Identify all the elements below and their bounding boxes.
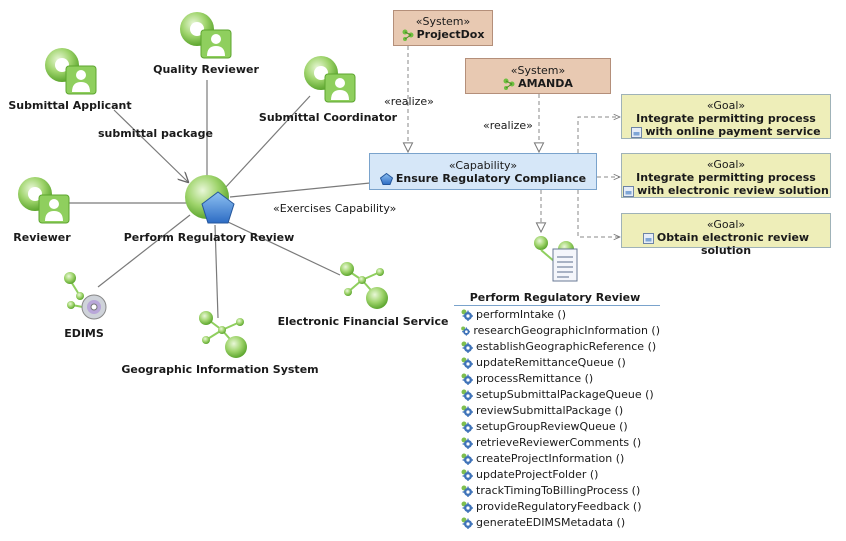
operation-item[interactable]: generateEDIMSMetadata () <box>454 514 660 530</box>
actor-label-submittal-coordinator[interactable]: Submittal Coordinator <box>258 111 398 124</box>
realize-label-amanda: «realize» <box>483 119 533 132</box>
operation-gear-icon <box>461 389 473 401</box>
edims-label[interactable]: EDIMS <box>64 327 104 340</box>
operation-label: updateProjectFolder () <box>476 467 599 481</box>
operation-label: generateEDIMSMetadata () <box>476 515 626 529</box>
operation-item[interactable]: trackTimingToBillingProcess () <box>454 482 660 498</box>
capability-icon <box>379 173 393 185</box>
goal-box-electronic-review[interactable]: «Goal» Integrate permitting process with… <box>621 153 831 198</box>
operation-item[interactable]: performIntake () <box>454 306 660 322</box>
operation-item[interactable]: createProjectInformation () <box>454 450 660 466</box>
efs-label[interactable]: Electronic Financial Service <box>277 315 449 328</box>
operation-label: processRemittance () <box>476 371 594 385</box>
process-icon <box>534 236 578 282</box>
goal-line-1: Integrate permitting process <box>636 112 816 125</box>
system-stereotype: «System» <box>510 64 566 77</box>
edims-icon <box>64 272 107 320</box>
use-case-icon <box>185 175 235 224</box>
capability-box[interactable]: «Capability» Ensure Regulatory Complianc… <box>369 153 597 190</box>
capability-name: Ensure Regulatory Compliance <box>395 172 587 185</box>
submittal-package-label: submittal package <box>98 127 213 140</box>
goal-line-1: Integrate permitting process <box>636 171 816 184</box>
operation-gear-icon <box>461 517 473 529</box>
system-stereotype: «System» <box>415 15 471 28</box>
operation-label: trackTimingToBillingProcess () <box>476 483 641 497</box>
operation-gear-icon <box>461 501 473 513</box>
goal-line-1: Obtain electronic review solution <box>656 231 810 257</box>
goal-icon <box>631 126 643 138</box>
actor-label-quality-reviewer[interactable]: Quality Reviewer <box>153 63 259 76</box>
operation-item[interactable]: updateRemittanceQueue () <box>454 354 660 370</box>
actor-label-submittal-applicant[interactable]: Submittal Applicant <box>8 99 132 112</box>
system-icon <box>503 78 515 90</box>
goal-stereotype: «Goal» <box>706 218 746 231</box>
operation-label: researchGeographicInformation () <box>473 323 660 337</box>
actor-icon-quality-reviewer <box>180 12 232 59</box>
operation-item[interactable]: processRemittance () <box>454 370 660 386</box>
system-name: ProjectDox <box>416 28 485 41</box>
operations-list: performIntake () researchGeographicInform… <box>454 306 660 530</box>
capability-stereotype: «Capability» <box>448 159 518 172</box>
goal-stereotype: «Goal» <box>706 99 746 112</box>
realize-label-projectdox: «realize» <box>384 95 434 108</box>
actor-icon-submittal-applicant <box>45 48 97 95</box>
association-lines <box>60 80 371 319</box>
goal-icon <box>642 232 654 244</box>
dependency-lines <box>408 46 620 237</box>
goal-icon <box>623 185 635 197</box>
operation-item[interactable]: researchGeographicInformation () <box>454 322 660 338</box>
operation-label: setupSubmittalPackageQueue () <box>476 387 654 401</box>
operation-gear-icon <box>461 405 473 417</box>
goal-line-2: with electronic review solution <box>637 184 829 197</box>
gis-icon <box>199 311 247 358</box>
use-case-label[interactable]: Perform Regulatory Review <box>123 231 295 244</box>
system-box-projectdox[interactable]: «System» ProjectDox <box>393 10 493 46</box>
operation-item[interactable]: retrieveReviewerComments () <box>454 434 660 450</box>
system-icon <box>402 29 414 41</box>
operation-gear-icon <box>461 453 473 465</box>
operation-gear-icon <box>461 373 473 385</box>
operation-label: updateRemittanceQueue () <box>476 355 626 369</box>
operation-gear-icon <box>461 437 473 449</box>
goal-line-2: with online payment service <box>645 125 821 138</box>
operation-label: setupGroupReviewQueue () <box>476 419 628 433</box>
operation-gear-icon <box>461 326 471 336</box>
operation-gear-icon <box>461 357 473 369</box>
operation-gear-icon <box>461 421 473 433</box>
operation-item[interactable]: setupSubmittalPackageQueue () <box>454 386 660 402</box>
system-box-amanda[interactable]: «System» AMANDA <box>465 58 611 94</box>
operations-divider <box>454 305 660 306</box>
operation-item[interactable]: establishGeographicReference () <box>454 338 660 354</box>
operation-label: provideRegulatoryFeedback () <box>476 499 642 513</box>
operation-label: reviewSubmittalPackage () <box>476 403 624 417</box>
operation-label: createProjectInformation () <box>476 451 625 465</box>
operation-gear-icon <box>461 485 473 497</box>
operation-item[interactable]: updateProjectFolder () <box>454 466 660 482</box>
operation-item[interactable]: reviewSubmittalPackage () <box>454 402 660 418</box>
goal-stereotype: «Goal» <box>706 158 746 171</box>
operation-label: retrieveReviewerComments () <box>476 435 642 449</box>
goal-box-online-payment[interactable]: «Goal» Integrate permitting process with… <box>621 94 831 139</box>
operation-gear-icon <box>461 341 473 353</box>
operation-item[interactable]: setupGroupReviewQueue () <box>454 418 660 434</box>
actor-icon-reviewer <box>18 177 70 224</box>
operation-item[interactable]: provideRegulatoryFeedback () <box>454 498 660 514</box>
exercises-capability-label: «Exercises Capability» <box>273 202 397 215</box>
goal-box-obtain-review[interactable]: «Goal» Obtain electronic review solution <box>621 213 831 257</box>
efs-icon <box>340 262 388 309</box>
operation-gear-icon <box>461 469 473 481</box>
operation-label: performIntake () <box>476 307 567 321</box>
gis-label[interactable]: Geographic Information System <box>121 363 319 376</box>
operation-gear-icon <box>461 309 473 321</box>
system-name: AMANDA <box>518 77 573 90</box>
process-title[interactable]: Perform Regulatory Review <box>469 291 641 304</box>
operation-label: establishGeographicReference () <box>476 339 657 353</box>
actor-label-reviewer[interactable]: Reviewer <box>13 231 71 244</box>
actor-icon-submittal-coordinator <box>304 56 356 103</box>
